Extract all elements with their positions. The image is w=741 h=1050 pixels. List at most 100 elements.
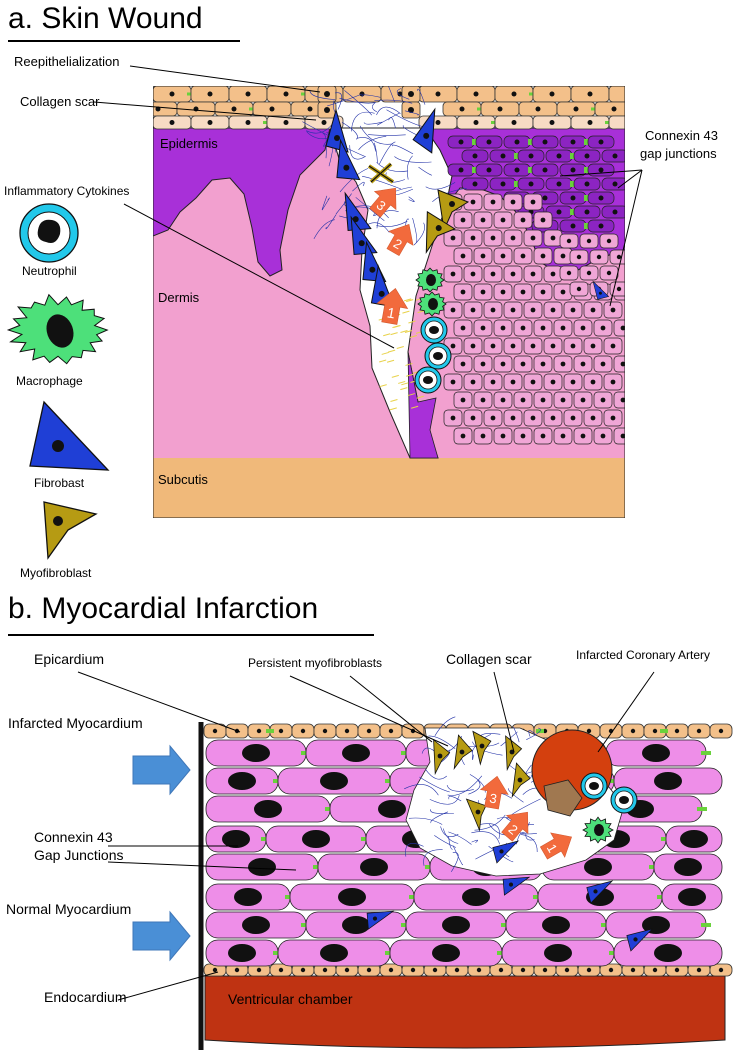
myofibroblast-cell bbox=[453, 734, 473, 770]
cell-nucleus bbox=[234, 967, 240, 973]
neutrophil-cell bbox=[580, 772, 608, 800]
collagen-fiber bbox=[448, 831, 472, 845]
cell-nucleus bbox=[212, 967, 218, 973]
cell-nucleus bbox=[630, 967, 636, 973]
dermal-cells-right bbox=[443, 193, 625, 445]
collagen-fiber bbox=[430, 811, 449, 824]
cell-nucleus bbox=[460, 217, 466, 223]
cell-nucleus bbox=[718, 967, 724, 973]
gap-junction bbox=[570, 181, 574, 187]
label-endocardium: Endocardium bbox=[44, 989, 127, 1005]
cell-nucleus bbox=[366, 967, 372, 973]
collagen-fiber bbox=[361, 94, 381, 98]
cell-nucleus bbox=[560, 397, 566, 403]
cell-nucleus bbox=[256, 967, 262, 973]
cell-nucleus bbox=[388, 967, 394, 973]
collagen-fiber bbox=[379, 141, 396, 165]
cell-nucleus bbox=[652, 967, 658, 973]
cell-nucleus bbox=[269, 106, 275, 112]
fibroblast-cell bbox=[592, 280, 610, 300]
cell-nucleus bbox=[473, 120, 479, 125]
cell-nucleus bbox=[283, 91, 289, 97]
collagen-fiber bbox=[376, 112, 400, 126]
cell-nucleus bbox=[610, 307, 616, 313]
cell-nucleus bbox=[580, 361, 586, 367]
cytokine-mark bbox=[389, 407, 397, 411]
cell-nucleus bbox=[540, 397, 546, 403]
cell-nucleus bbox=[480, 253, 486, 259]
cell-nucleus bbox=[542, 139, 548, 145]
cell-nucleus bbox=[320, 772, 348, 790]
panel-b-heading: b. Myocardial Infarction bbox=[8, 592, 319, 625]
cell-nucleus bbox=[528, 181, 534, 187]
gap-junction bbox=[701, 923, 711, 927]
collagen-fiber bbox=[469, 774, 486, 793]
cell-nucleus bbox=[322, 967, 328, 973]
cell-nucleus bbox=[612, 209, 618, 215]
fibroblast-cell bbox=[492, 840, 520, 864]
cell-nucleus bbox=[408, 91, 414, 97]
label-gap-junctions-a: gap junctions bbox=[640, 146, 717, 161]
collagen-fiber bbox=[525, 821, 535, 841]
cell-nucleus bbox=[460, 361, 466, 367]
legend-macrophage bbox=[6, 293, 109, 365]
cell-nucleus bbox=[490, 271, 496, 277]
cell-nucleus bbox=[620, 361, 625, 367]
infarct-cells bbox=[366, 730, 654, 952]
neutrophil-cell bbox=[424, 342, 452, 370]
fibroblast-cell bbox=[336, 138, 361, 181]
cell-nucleus bbox=[674, 858, 702, 876]
gap-junction bbox=[570, 153, 574, 159]
cell-nucleus bbox=[520, 253, 526, 259]
migration-arrows-infarct: 123 bbox=[479, 775, 572, 860]
cell-nucleus bbox=[450, 415, 456, 421]
cell-nucleus bbox=[550, 343, 556, 349]
cell-nucleus bbox=[510, 379, 516, 385]
cytokine-mark bbox=[411, 405, 419, 409]
gap-junction bbox=[643, 93, 651, 96]
cell-nucleus bbox=[540, 433, 546, 439]
cytokine-mark bbox=[407, 393, 415, 397]
cell-nucleus bbox=[366, 728, 372, 734]
cell-nucleus bbox=[450, 307, 456, 313]
cell-nucleus bbox=[586, 728, 592, 734]
arrow-number: 3 bbox=[488, 790, 498, 806]
cell-nucleus bbox=[570, 223, 576, 229]
cell-nucleus bbox=[486, 167, 492, 173]
gap-junction bbox=[584, 195, 588, 201]
cell-nucleus bbox=[556, 209, 562, 215]
cell-nucleus bbox=[620, 397, 625, 403]
collagen-fiber bbox=[374, 142, 378, 164]
collagen-fiber bbox=[452, 845, 463, 866]
migration-arrow: 1 bbox=[539, 832, 572, 860]
collagen-fiber bbox=[471, 831, 500, 845]
cell-nucleus bbox=[549, 120, 555, 125]
cell-nucleus bbox=[307, 106, 313, 112]
label-ventricular-chamber: Ventricular chamber bbox=[228, 991, 353, 1007]
cell-nucleus bbox=[540, 361, 546, 367]
dermal-cell bbox=[613, 391, 625, 409]
cytokine-mark bbox=[402, 310, 410, 314]
cell-nucleus bbox=[360, 858, 388, 876]
legend-macrophage-label: Macrophage bbox=[16, 374, 83, 388]
cell-nucleus bbox=[435, 120, 441, 125]
cell-nucleus bbox=[388, 728, 394, 734]
epicardium-cells bbox=[203, 723, 733, 739]
cell-nucleus bbox=[500, 325, 506, 331]
collagen-fiber bbox=[418, 166, 432, 176]
cell-nucleus bbox=[338, 888, 366, 906]
label-epidermis: Epidermis bbox=[160, 136, 218, 151]
collagen-fiber bbox=[423, 849, 443, 866]
collagen-fiber bbox=[419, 776, 450, 793]
myocardial-infarction-diagram: 123 bbox=[198, 716, 733, 1050]
cell-nucleus bbox=[511, 120, 517, 125]
cell-nucleus bbox=[510, 343, 516, 349]
legend-neutrophil bbox=[19, 203, 79, 263]
cytokine-mark bbox=[406, 299, 414, 303]
cytokine-mark bbox=[388, 349, 396, 353]
cell-nucleus bbox=[550, 235, 556, 241]
gap-junction bbox=[472, 167, 476, 173]
cell-nucleus bbox=[510, 307, 516, 313]
legend-fibroblast-label: Fibrobast bbox=[34, 476, 85, 490]
collagen-fiber bbox=[412, 218, 418, 243]
